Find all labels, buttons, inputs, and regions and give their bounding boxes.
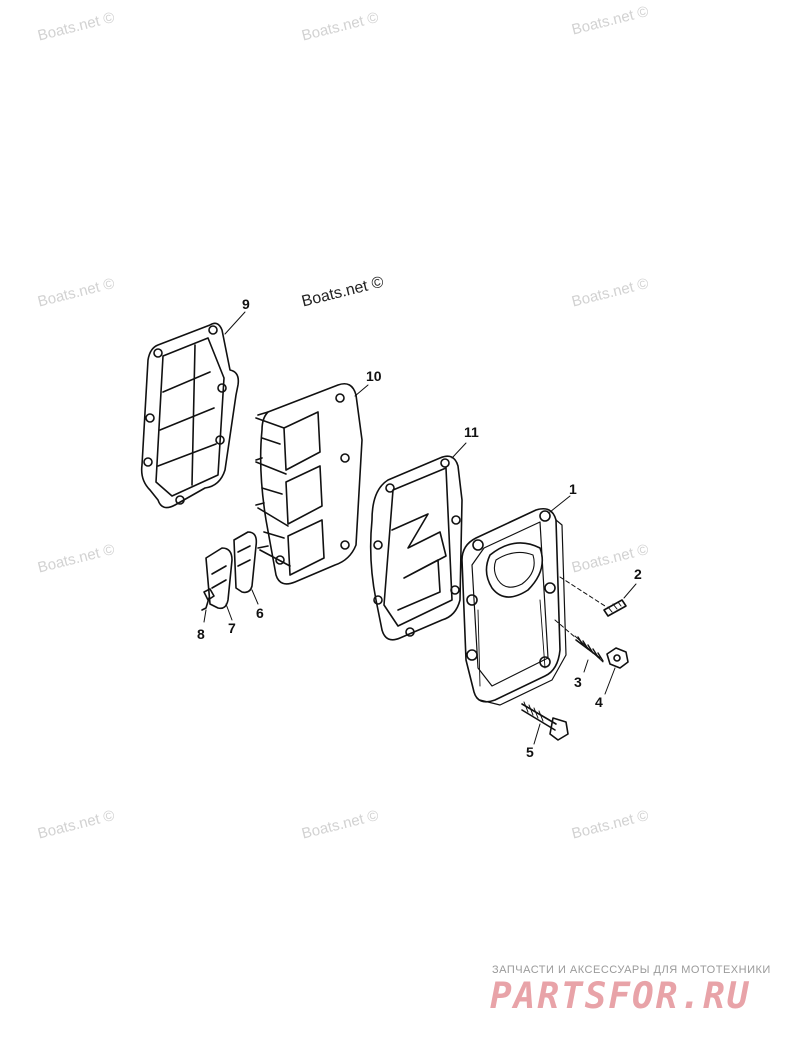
leader-2 [623, 583, 637, 599]
part-4-nut [606, 647, 629, 669]
leader-3 [583, 659, 589, 673]
leader-7 [225, 603, 233, 621]
dashed-line-2 [559, 576, 606, 607]
callout-5: 5 [526, 744, 534, 760]
callout-8: 8 [197, 626, 205, 642]
callout-6: 6 [256, 605, 264, 621]
part-11-gasket [369, 455, 463, 641]
footer-logo: PARTSFOR.RU [490, 976, 751, 1017]
part-6-stopper [233, 531, 258, 594]
callout-3: 3 [574, 674, 582, 690]
footer-tagline: ЗАПЧАСТИ И АКСЕССУАРЫ ДЛЯ МОТОТЕХНИКИ [492, 964, 771, 976]
callout-11: 11 [464, 424, 479, 440]
part-2-pin [603, 599, 627, 617]
part-9-gasket [140, 322, 240, 509]
leader-5 [533, 723, 541, 745]
part-5-bolt [521, 701, 569, 741]
part-3-spring [574, 635, 604, 663]
callout-2: 2 [634, 566, 642, 582]
callout-9: 9 [242, 296, 250, 312]
leader-10 [354, 384, 369, 397]
part-8-screw [201, 588, 215, 611]
callout-4: 4 [595, 694, 603, 710]
leader-9 [224, 311, 246, 335]
leader-11 [451, 442, 467, 459]
part-1-cover [461, 507, 567, 706]
dashed-line-3 [554, 619, 577, 639]
part-7-plate [205, 547, 233, 610]
part-10-reed-valve [255, 382, 363, 585]
callout-7: 7 [228, 620, 236, 636]
callout-10: 10 [366, 368, 382, 384]
leader-6 [251, 589, 259, 605]
leader-4 [604, 667, 616, 695]
callout-1: 1 [569, 481, 577, 497]
leader-1 [549, 495, 571, 513]
leader-8 [203, 609, 207, 623]
